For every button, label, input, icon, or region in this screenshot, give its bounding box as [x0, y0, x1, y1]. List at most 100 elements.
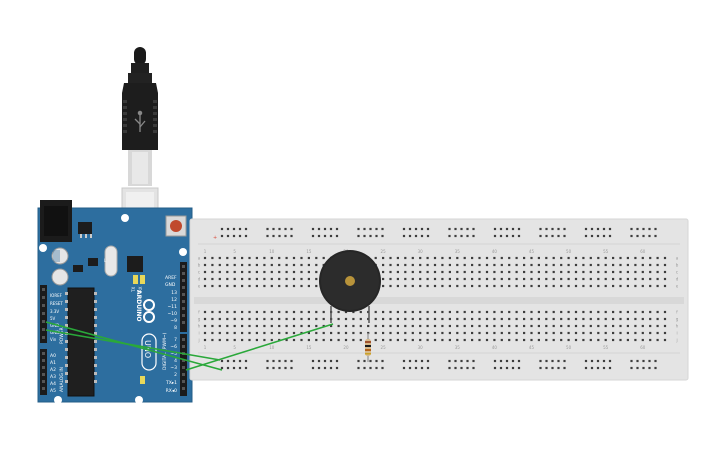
- breadboard-hole[interactable]: [649, 317, 652, 321]
- breadboard-hole[interactable]: [567, 256, 570, 260]
- breadboard-hole[interactable]: [574, 256, 578, 260]
- breadboard-hole[interactable]: [255, 338, 258, 342]
- breadboard-hole[interactable]: [382, 324, 385, 328]
- breadboard-hole[interactable]: [285, 331, 288, 335]
- breadboard-hole[interactable]: [411, 270, 414, 274]
- breadboard-hole[interactable]: [389, 256, 392, 260]
- breadboard-hole[interactable]: [508, 338, 511, 342]
- breadboard-hole[interactable]: [263, 277, 266, 281]
- breadboard-hole[interactable]: [292, 338, 296, 342]
- breadboard-hole[interactable]: [511, 234, 515, 238]
- breadboard-hole[interactable]: [307, 338, 310, 342]
- breadboard-hole[interactable]: [456, 277, 459, 281]
- breadboard-hole[interactable]: [656, 277, 659, 281]
- breadboard-hole[interactable]: [233, 270, 236, 274]
- breadboard-hole[interactable]: [560, 284, 563, 288]
- breadboard-hole[interactable]: [590, 359, 594, 363]
- breadboard-hole[interactable]: [560, 270, 563, 274]
- breadboard-hole[interactable]: [375, 359, 378, 363]
- breadboard-hole[interactable]: [471, 331, 474, 335]
- breadboard-hole[interactable]: [597, 270, 600, 274]
- breadboard-hole[interactable]: [292, 284, 296, 288]
- breadboard-hole[interactable]: [292, 310, 296, 314]
- breadboard-hole[interactable]: [463, 324, 466, 328]
- breadboard-hole[interactable]: [608, 234, 612, 238]
- breadboard-hole[interactable]: [411, 263, 414, 267]
- breadboard-hole[interactable]: [641, 270, 644, 274]
- breadboard-hole[interactable]: [560, 338, 563, 342]
- breadboard-hole[interactable]: [500, 270, 503, 274]
- breadboard-hole[interactable]: [604, 317, 607, 321]
- breadboard-hole[interactable]: [505, 359, 509, 363]
- breadboard-hole[interactable]: [456, 324, 459, 328]
- breadboard-hole[interactable]: [359, 317, 362, 321]
- breadboard-hole[interactable]: [656, 310, 659, 314]
- breadboard-hole[interactable]: [523, 263, 526, 267]
- breadboard-hole[interactable]: [233, 331, 236, 335]
- breadboard-hole[interactable]: [485, 284, 489, 288]
- breadboard-hole[interactable]: [226, 277, 229, 281]
- breadboard-hole[interactable]: [604, 338, 607, 342]
- breadboard-hole[interactable]: [557, 359, 560, 363]
- breadboard-hole[interactable]: [272, 366, 275, 370]
- breadboard-hole[interactable]: [463, 256, 466, 260]
- breadboard-hole[interactable]: [584, 366, 588, 370]
- breadboard-hole[interactable]: [396, 256, 399, 260]
- breadboard-hole[interactable]: [263, 310, 266, 314]
- breadboard-hole[interactable]: [612, 317, 615, 321]
- breadboard-hole[interactable]: [220, 234, 224, 238]
- breadboard-hole[interactable]: [270, 277, 273, 281]
- breadboard-hole[interactable]: [537, 256, 540, 260]
- breadboard-hole[interactable]: [300, 310, 303, 314]
- breadboard-hole[interactable]: [441, 310, 444, 314]
- breadboard-hole[interactable]: [602, 234, 606, 238]
- breadboard-hole[interactable]: [663, 317, 667, 321]
- jumper-wires[interactable]: [45, 321, 334, 371]
- breadboard-hole[interactable]: [307, 331, 310, 335]
- breadboard-hole[interactable]: [515, 284, 518, 288]
- breadboard-hole[interactable]: [563, 359, 566, 363]
- breadboard-hole[interactable]: [404, 277, 407, 281]
- breadboard-hole[interactable]: [537, 338, 540, 342]
- breadboard-hole[interactable]: [499, 227, 503, 231]
- wire-gnd[interactable]: [45, 329, 221, 361]
- breadboard-hole[interactable]: [539, 366, 542, 370]
- breadboard-hole[interactable]: [448, 331, 451, 335]
- breadboard-hole[interactable]: [285, 338, 288, 342]
- breadboard-hole[interactable]: [300, 263, 303, 267]
- breadboard-hole[interactable]: [460, 227, 463, 231]
- breadboard-hole[interactable]: [466, 234, 469, 238]
- breadboard-hole[interactable]: [203, 263, 207, 267]
- breadboard-hole[interactable]: [539, 234, 542, 238]
- breadboard-hole[interactable]: [315, 256, 318, 260]
- breadboard-hole[interactable]: [596, 359, 600, 363]
- breadboard-hole[interactable]: [441, 284, 444, 288]
- breadboard-hole[interactable]: [329, 227, 333, 231]
- breadboard-hole[interactable]: [626, 277, 629, 281]
- breadboard-hole[interactable]: [515, 256, 518, 260]
- breadboard-hole[interactable]: [255, 277, 258, 281]
- breadboard-hole[interactable]: [402, 359, 406, 363]
- breadboard-hole[interactable]: [426, 263, 429, 267]
- breadboard-hole[interactable]: [404, 324, 407, 328]
- breadboard-hole[interactable]: [375, 366, 378, 370]
- breadboard-hole[interactable]: [560, 256, 563, 260]
- breadboard-hole[interactable]: [663, 270, 667, 274]
- breadboard-hole[interactable]: [493, 310, 496, 314]
- breadboard-hole[interactable]: [641, 284, 644, 288]
- breadboard-hole[interactable]: [517, 366, 521, 370]
- breadboard-hole[interactable]: [602, 366, 606, 370]
- breadboard-hole[interactable]: [472, 366, 475, 370]
- breadboard-hole[interactable]: [508, 277, 511, 281]
- breadboard-hole[interactable]: [226, 256, 229, 260]
- breadboard-hole[interactable]: [626, 270, 629, 274]
- breadboard-hole[interactable]: [634, 324, 637, 328]
- breadboard-hole[interactable]: [290, 227, 293, 231]
- breadboard-hole[interactable]: [426, 234, 430, 238]
- breadboard-hole[interactable]: [636, 366, 639, 370]
- breadboard-hole[interactable]: [530, 263, 533, 267]
- breadboard-hole[interactable]: [471, 263, 474, 267]
- breadboard-hole[interactable]: [557, 234, 560, 238]
- reset-button-icon[interactable]: [165, 215, 187, 237]
- breadboard-hole[interactable]: [344, 338, 348, 342]
